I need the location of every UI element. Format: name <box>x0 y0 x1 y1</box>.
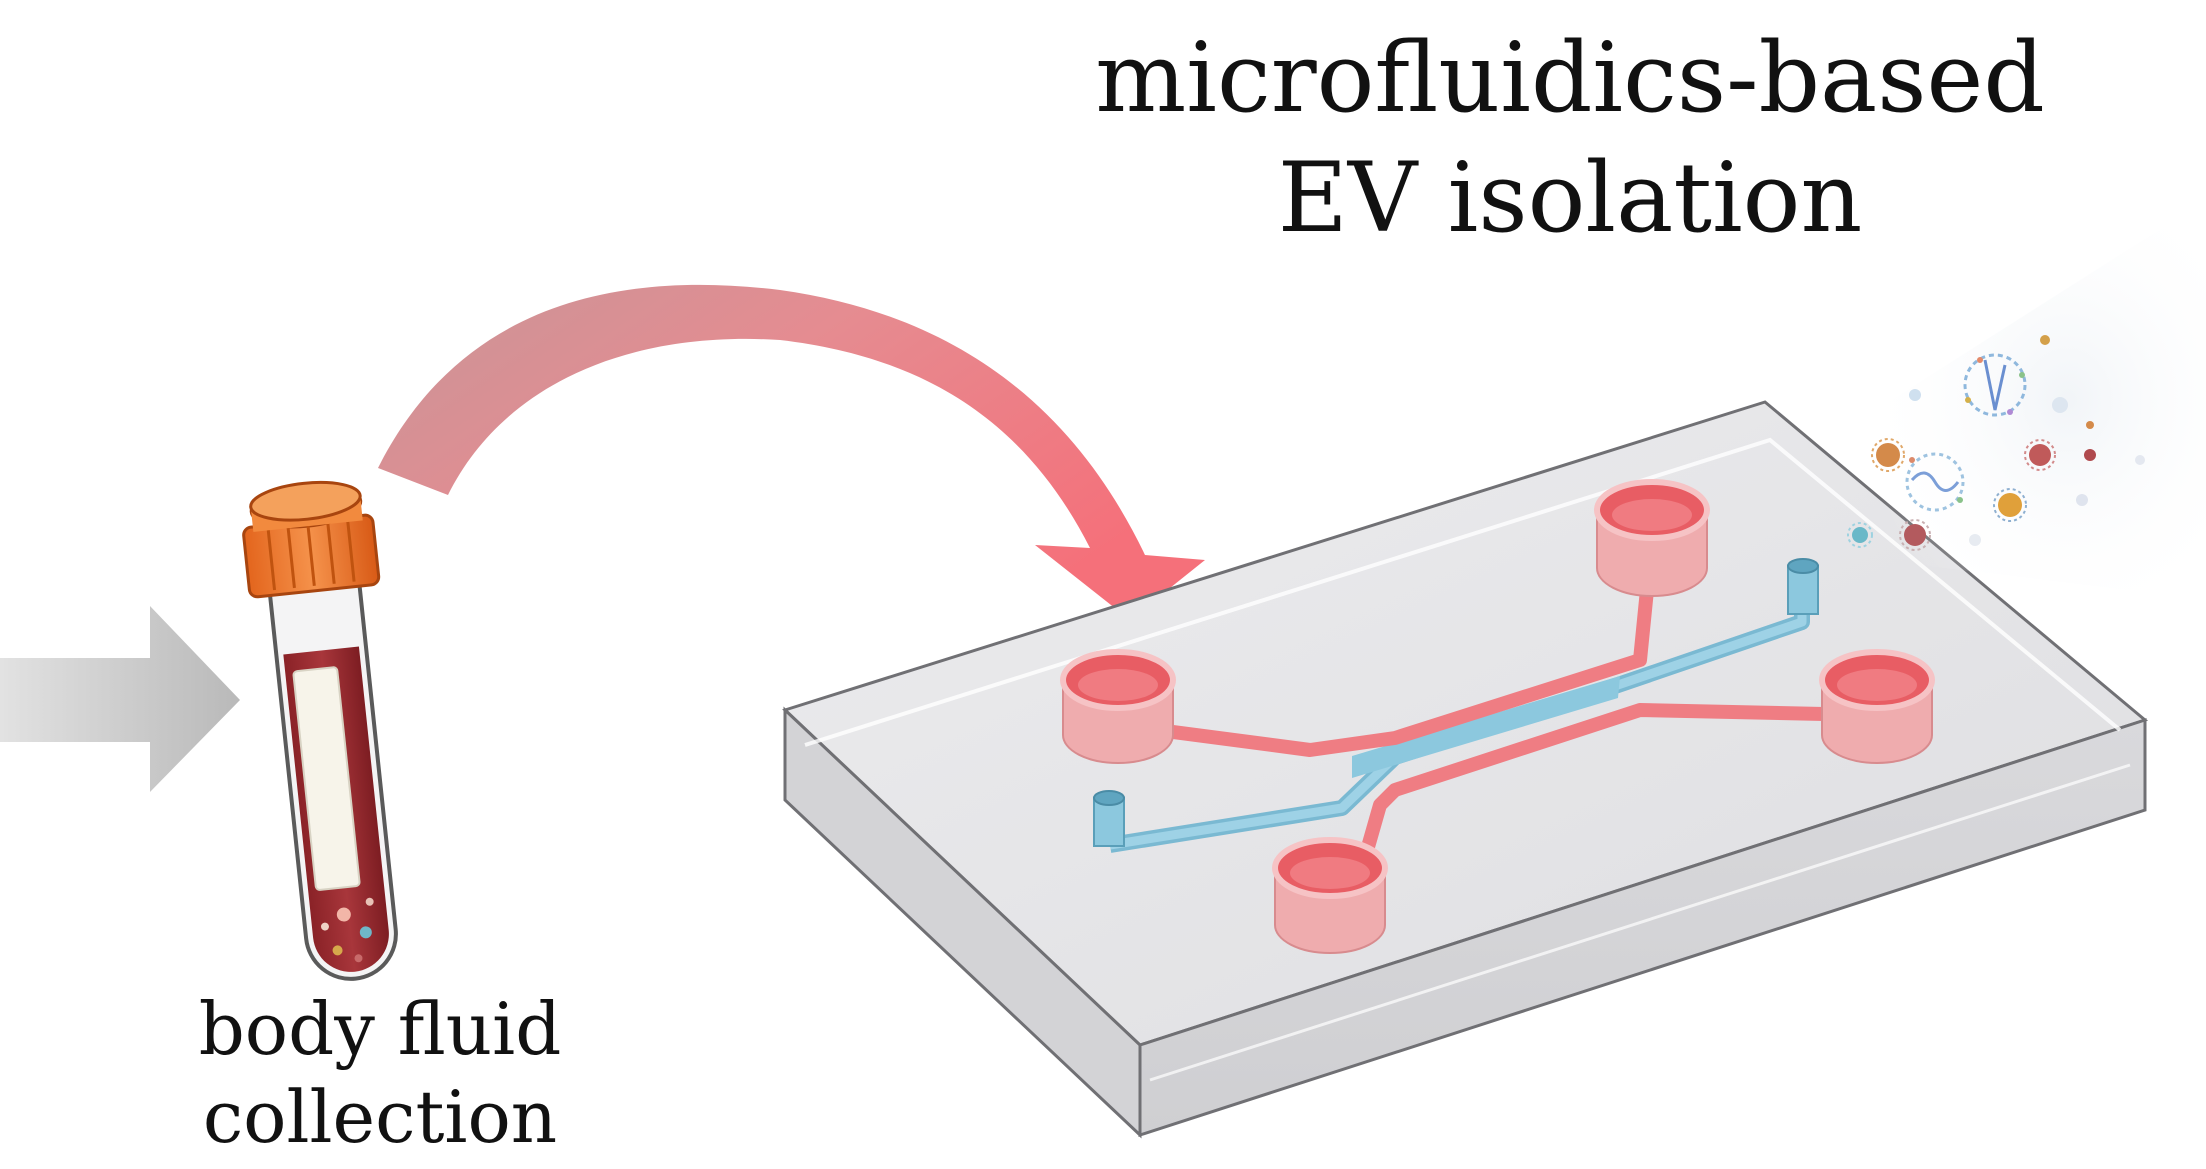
microfluidic-chip-icon <box>782 400 2149 1139</box>
transfer-arrow <box>378 284 1205 620</box>
tube-caption: body fluid collection <box>120 985 640 1161</box>
reservoir-right <box>1819 649 1935 764</box>
reservoir-inlet-left <box>1060 649 1176 764</box>
chip-title-line-1: microfluidics-based <box>1095 22 2045 134</box>
blood-collection-tube-icon <box>242 480 398 981</box>
reservoir-top <box>1594 479 1710 597</box>
sample-channel <box>1119 559 1871 877</box>
chip-title-line-2: EV isolation <box>1277 142 1863 254</box>
tube-caption-line-2: collection <box>202 1075 558 1159</box>
reservoir-bottom <box>1272 837 1388 954</box>
tube-caption-line-1: body fluid <box>198 987 562 1071</box>
right-arrow-icon <box>0 606 240 792</box>
extracellular-vesicles-icon <box>1847 200 2206 600</box>
chip-title: microfluidics-based EV isolation <box>1020 18 2120 258</box>
buffer-channel <box>1093 558 1819 853</box>
